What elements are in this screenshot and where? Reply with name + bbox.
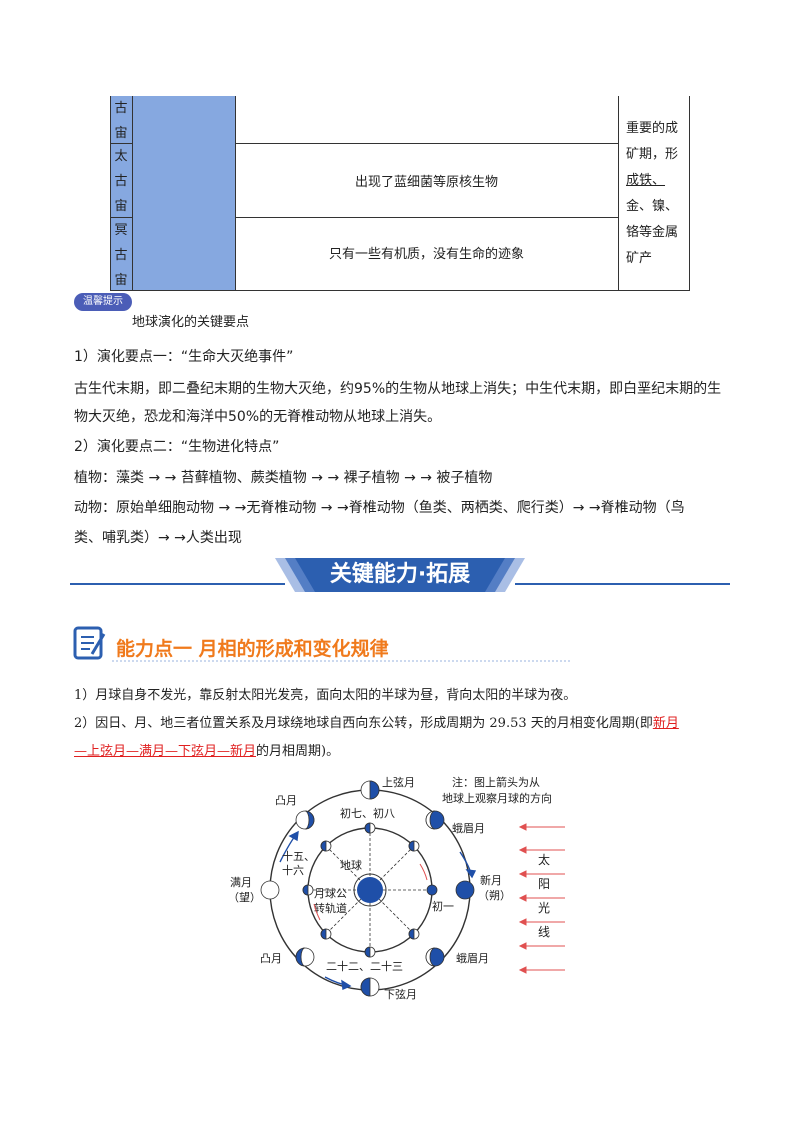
- era-label-1: 古宙: [114, 101, 128, 141]
- note-line-1: 注：图上箭头为从: [452, 775, 540, 789]
- label-full-moon-2: （望）: [228, 891, 261, 904]
- notebook-icon: [73, 626, 106, 660]
- label-day-7-8: 初七、初八: [340, 806, 395, 820]
- label-day-15-16b: 十六: [282, 863, 304, 877]
- mineral-note: 重要的成 矿期，形 成铁、 金、镍、 铬等金属 矿产: [626, 121, 679, 266]
- plants-line: 植物：藻类 → → 苔藓植物、蕨类植物 → → 裸子植物 → → 被子植物: [74, 470, 493, 486]
- sun-char-4: 线: [538, 925, 550, 939]
- outer-moons: [260, 780, 475, 997]
- tip-title: 地球演化的关键要点: [132, 315, 250, 330]
- point1-line1: 古生代末期，即二叠纪末期的生物大灭绝，约95%的生物从地球上消失；中生代末期，即…: [74, 381, 722, 397]
- sun-char-1: 太: [538, 852, 550, 867]
- ability-underline: [112, 660, 572, 662]
- orbit-label-2: 转轨道: [314, 901, 347, 915]
- point1-line2: 物大灭绝，恐龙和海洋中50%的无脊椎动物从地球上消失。: [74, 409, 442, 425]
- label-waning-crescent: 蛾眉月: [456, 952, 489, 965]
- red-cycle: —上弦月—满月—下弦月—新月: [74, 744, 257, 759]
- animals-line1: 动物：原始单细胞动物 → →无脊椎动物 → →脊椎动物（鱼类、两栖类、爬行类）→…: [74, 500, 685, 516]
- sun-rays: [518, 823, 565, 974]
- animals-line2: 类、哺乳类）→ →人类出现: [74, 530, 242, 546]
- label-gibbous-bottom: 凸月: [260, 952, 282, 965]
- new-moon: [455, 880, 475, 900]
- tip-badge: 温馨提示: [74, 293, 132, 311]
- label-waxing-crescent: 蛾眉月: [452, 822, 485, 835]
- moon-para2-line2: —上弦月—满月—下弦月—新月的月相周期)。: [74, 744, 340, 759]
- era-label-3: 冥古宙: [114, 223, 128, 288]
- row-text-2: 出现了蓝细菌等原核生物: [354, 175, 498, 190]
- label-first-quarter: 上弦月: [382, 775, 415, 789]
- orbit-label-1: 月球公: [314, 886, 347, 900]
- earth-icon: [357, 877, 383, 903]
- ability-title: 能力点一 月相的形成和变化规律: [116, 638, 389, 660]
- point1-heading: 1）演化要点一：“生命大灭绝事件”: [74, 349, 294, 365]
- moon-para1: 1）月球自身不发光，靠反射太阳光发亮，面向太阳的半球为昼，背向太阳的半球为夜。: [74, 688, 577, 703]
- orbit-arrows: [279, 830, 477, 991]
- label-gibbous-top: 凸月: [275, 794, 297, 807]
- sun-char-3: 光: [538, 901, 550, 915]
- label-day-1: 初一: [432, 899, 454, 913]
- label-full-moon-1: 满月: [230, 876, 252, 889]
- era-column-fill: [110, 96, 235, 291]
- full-moon: [260, 880, 280, 900]
- red-new-moon: 新月: [652, 716, 679, 731]
- label-day-15-16a: 十五、: [282, 849, 315, 863]
- label-day-22-23: 二十二、二十三: [326, 959, 403, 973]
- era-label-2: 太古宙: [114, 149, 128, 214]
- sun-char-2: 阳: [538, 877, 550, 891]
- point2-heading: 2）演化要点二：“生物进化特点”: [74, 439, 280, 455]
- moon-phase-diagram: 地球 月球公 转轨道: [228, 775, 565, 1001]
- section-banner: [70, 558, 730, 592]
- moon-para2-line1: 2）因日、月、地三者位置关系及月球绕地球自西向东公转，形成周期为 29.53 天…: [74, 716, 679, 731]
- inner-moons: [302, 822, 438, 958]
- label-new-moon-2: （朔）: [478, 889, 511, 902]
- section-title: 关键能力·拓展: [329, 562, 471, 587]
- label-last-quarter: 下弦月: [384, 987, 417, 1001]
- label-new-moon-1: 新月: [480, 873, 502, 887]
- geologic-table: 古宙 太古宙 冥古宙 出现了蓝细菌等原核生物 只有一些有机质，没有生命的迹象 重…: [110, 96, 690, 291]
- row-text-3: 只有一些有机质，没有生命的迹象: [328, 247, 524, 262]
- earth-label: 地球: [340, 858, 362, 872]
- note-line-2: 地球上观察月球的方向: [442, 791, 552, 805]
- inner-red-arrows: [313, 863, 428, 921]
